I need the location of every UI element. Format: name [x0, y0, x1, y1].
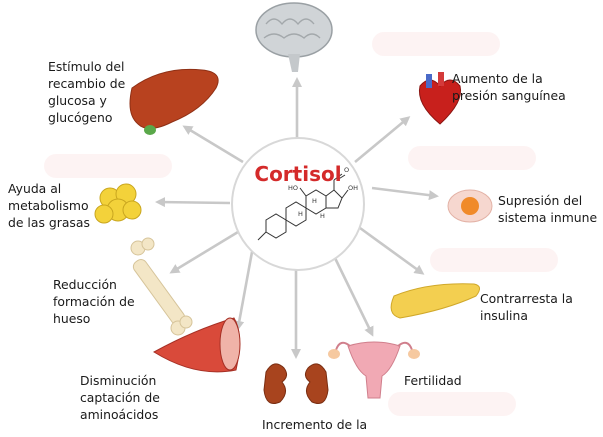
liver-icon [129, 68, 219, 135]
label-fertilidad: Fertilidad [404, 373, 462, 388]
bone-icon [130, 237, 193, 336]
arrow-grasas [155, 197, 231, 208]
pancreas-icon [390, 283, 480, 319]
arrow-aminoacidos [234, 251, 254, 331]
brain-icon [255, 2, 333, 72]
label-presion: Aumento de la presión sanguínea [452, 71, 566, 103]
arrow-hueso [169, 230, 239, 274]
oh-right-label: OH [348, 184, 358, 192]
arrow-insulina [359, 226, 425, 275]
muscle-icon [153, 317, 241, 373]
immune-cell-icon [447, 189, 493, 223]
answer-blank[interactable] [408, 146, 536, 170]
answer-blank[interactable] [430, 248, 558, 272]
h-label-2: H [298, 210, 303, 218]
oh-left-label: HO [288, 184, 298, 192]
answer-blank[interactable] [388, 392, 516, 416]
arrows [155, 77, 439, 359]
ketone-o-label: O [344, 166, 349, 174]
h-label-1: H [312, 197, 317, 205]
kidneys-icon [263, 363, 329, 404]
center-circle [231, 137, 365, 271]
heart-icon [418, 72, 462, 125]
label-glucosa: Estímulo del recambio de glucosa y glucó… [48, 59, 126, 125]
arrow-inmune [371, 186, 439, 201]
cortisol-molecule [257, 173, 349, 241]
label-grasas: Ayuda al metabolismo de las grasas [8, 181, 90, 230]
answer-blank[interactable] [44, 154, 172, 178]
arrow-glucosa [182, 125, 244, 164]
fat-cell-icon [94, 183, 142, 224]
label-renal: Incremento de la [262, 417, 368, 432]
h-label-3: H [320, 212, 325, 220]
label-aminoacidos: Disminución captación de aminoácidos [80, 373, 160, 422]
label-hueso: Reducción formación de hueso [53, 277, 135, 326]
arrow-fertilidad [333, 257, 374, 337]
label-insulina: Contrarresta la insulina [480, 291, 573, 323]
diagram-title: Cortisol [254, 162, 342, 186]
answer-blank[interactable] [372, 32, 500, 56]
uterus-icon [328, 341, 420, 399]
label-inmune: Supresión del sistema inmune [498, 193, 598, 225]
arrow-presion [354, 116, 411, 164]
